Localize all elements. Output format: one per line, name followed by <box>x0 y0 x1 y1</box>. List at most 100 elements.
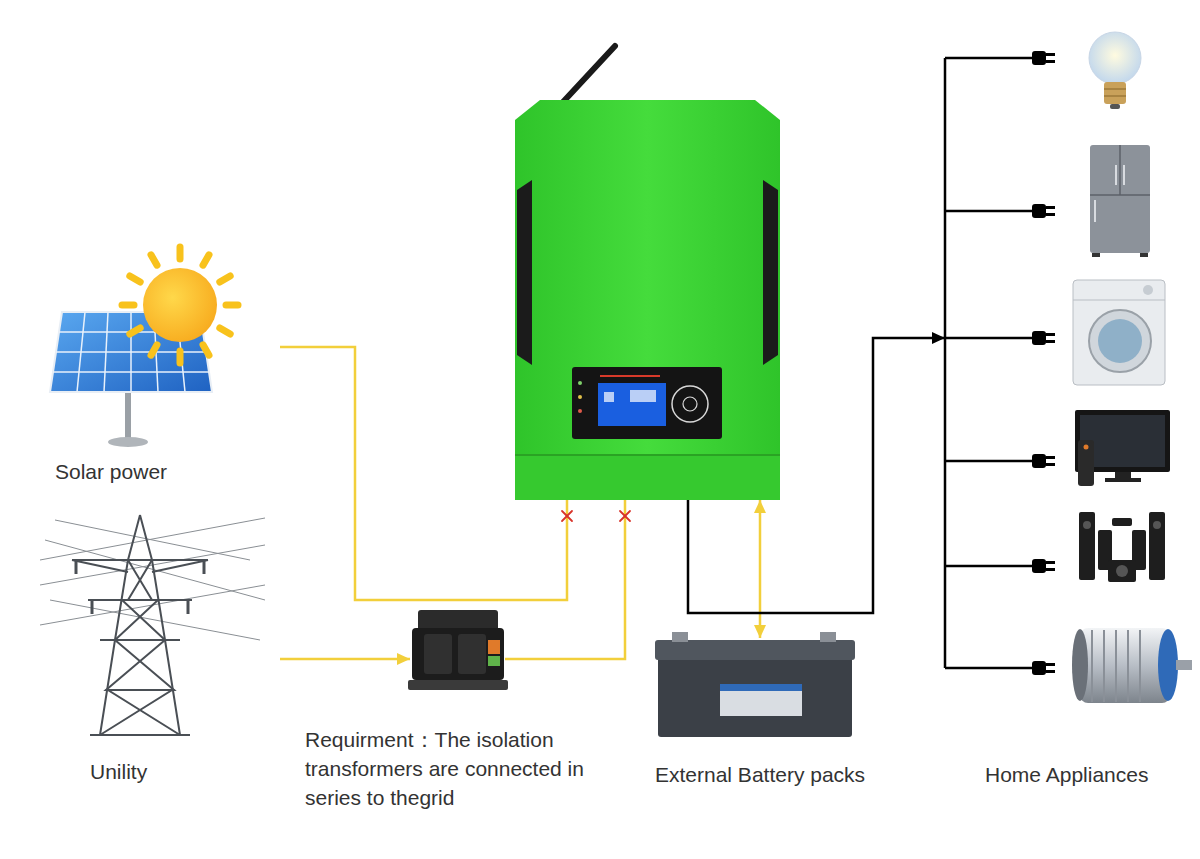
washing-machine-part <box>1143 285 1153 295</box>
refrigerator <box>1090 145 1150 257</box>
sun-symbol <box>122 247 238 363</box>
plug-symbol-part <box>1046 568 1055 571</box>
transmission-tower-part <box>72 560 128 572</box>
hybrid-inverter-part <box>515 455 780 500</box>
arrow-head <box>754 625 766 638</box>
appliance-bus-part <box>945 57 1034 60</box>
electric-motor-part <box>1139 630 1141 702</box>
washing-machine-part <box>1089 310 1151 372</box>
electric-motor-part <box>1072 629 1088 701</box>
speaker-system-part <box>1116 565 1128 577</box>
battery-pack-part <box>820 632 836 642</box>
hybrid-inverter-part <box>598 383 666 426</box>
appliance-bus-part <box>945 667 1034 670</box>
refrigerator-part <box>1119 145 1121 195</box>
connector-line <box>280 347 567 600</box>
node-caption: Solar power <box>55 457 275 486</box>
appliance-bus-part <box>945 460 1034 463</box>
connector-line <box>688 338 945 613</box>
transmission-tower-part <box>72 559 208 561</box>
hybrid-inverter-part <box>578 381 582 385</box>
light-bulb <box>1089 32 1141 109</box>
television-part <box>1078 440 1094 486</box>
appliance-bus-part <box>944 58 947 668</box>
appliance-bus-part <box>945 337 1034 340</box>
transmission-tower <box>72 515 208 735</box>
transmission-tower-part <box>91 600 94 614</box>
hybrid-inverter-part <box>517 180 532 365</box>
washing-machine-part <box>1073 300 1165 301</box>
isolation-transformer-part <box>412 628 504 680</box>
cross-mark <box>562 511 630 521</box>
sun-symbol-part <box>220 328 230 334</box>
speaker-system-part <box>1079 512 1095 580</box>
speaker-system <box>1079 512 1165 582</box>
refrigerator-part <box>1123 165 1125 185</box>
hybrid-inverter-part <box>515 100 780 455</box>
arrow-head <box>754 500 766 513</box>
cross-mark-part <box>620 511 630 521</box>
light-bulb-part <box>1104 95 1126 97</box>
transformer-node: Requirment：The isolation transformers ar… <box>410 605 505 695</box>
sun-symbol-part <box>130 328 140 334</box>
isolation-transformer-part <box>488 656 500 666</box>
electric-motor-part <box>1158 629 1178 701</box>
isolation-transformer-part <box>408 680 508 690</box>
speaker-system-part <box>1149 512 1165 580</box>
sun-symbol-part <box>177 351 184 363</box>
solar-panel-illustration-part <box>108 437 148 447</box>
transmission-tower-part <box>75 560 78 574</box>
plug-symbol-part <box>1046 60 1055 63</box>
appliances-node: Home Appliances <box>945 15 1185 715</box>
transmission-tower-part <box>90 734 190 736</box>
sun-symbol-part <box>203 255 209 265</box>
sun-symbol-part <box>151 345 157 355</box>
light-bulb-part <box>1110 104 1120 109</box>
plug-symbol-part <box>1046 340 1055 343</box>
node-caption: Home Appliances <box>985 760 1185 789</box>
light-bulb-part <box>1104 82 1126 104</box>
hybrid-inverter-part <box>600 375 660 377</box>
appliance-bus <box>945 58 1034 668</box>
isolation-transformer-part <box>488 640 500 654</box>
television <box>1075 410 1170 486</box>
arrow-head <box>932 332 945 344</box>
plug-symbol-part <box>1046 561 1055 564</box>
hybrid-inverter-part <box>604 392 614 402</box>
television-part <box>1105 478 1141 482</box>
hybrid-inverter-part <box>672 386 708 422</box>
sun-symbol-part <box>177 247 184 259</box>
refrigerator-part <box>1090 194 1150 196</box>
battery-pack-part <box>655 640 855 660</box>
plug-symbol-part <box>1046 213 1055 216</box>
electric-motor-part <box>1115 630 1117 702</box>
sun-symbol-part <box>151 255 157 265</box>
inverter-node <box>515 100 780 500</box>
node-caption: External Battery packs <box>655 760 895 789</box>
transmission-tower-part <box>140 515 180 735</box>
solar-panel-illustration-part <box>125 392 131 438</box>
power-lines-part <box>45 540 265 600</box>
appliance-bus-part <box>945 565 1034 568</box>
plug-symbol <box>1032 51 1055 675</box>
light-bulb-part <box>1104 88 1126 90</box>
battery-pack-part <box>720 684 802 691</box>
battery-pack-part <box>672 632 688 642</box>
electric-motor-part <box>1127 630 1129 702</box>
node-caption: Unility <box>90 757 290 786</box>
speaker-system-part <box>1083 521 1091 529</box>
plug-symbol-part <box>1046 663 1055 666</box>
solar-panel-illustration-part <box>77 312 85 392</box>
sun-symbol-part <box>130 276 140 282</box>
solar-node: Solar power <box>45 245 280 450</box>
speaker-system-part <box>1108 560 1136 582</box>
plug-symbol-part <box>1032 661 1046 675</box>
power-lines-part <box>55 520 250 560</box>
connector-line <box>280 658 410 661</box>
television-part <box>1084 445 1089 450</box>
utility-node: Unility <box>35 505 280 745</box>
node-caption: Requirment：The isolation transformers ar… <box>305 725 615 812</box>
refrigerator-part <box>1092 253 1100 257</box>
